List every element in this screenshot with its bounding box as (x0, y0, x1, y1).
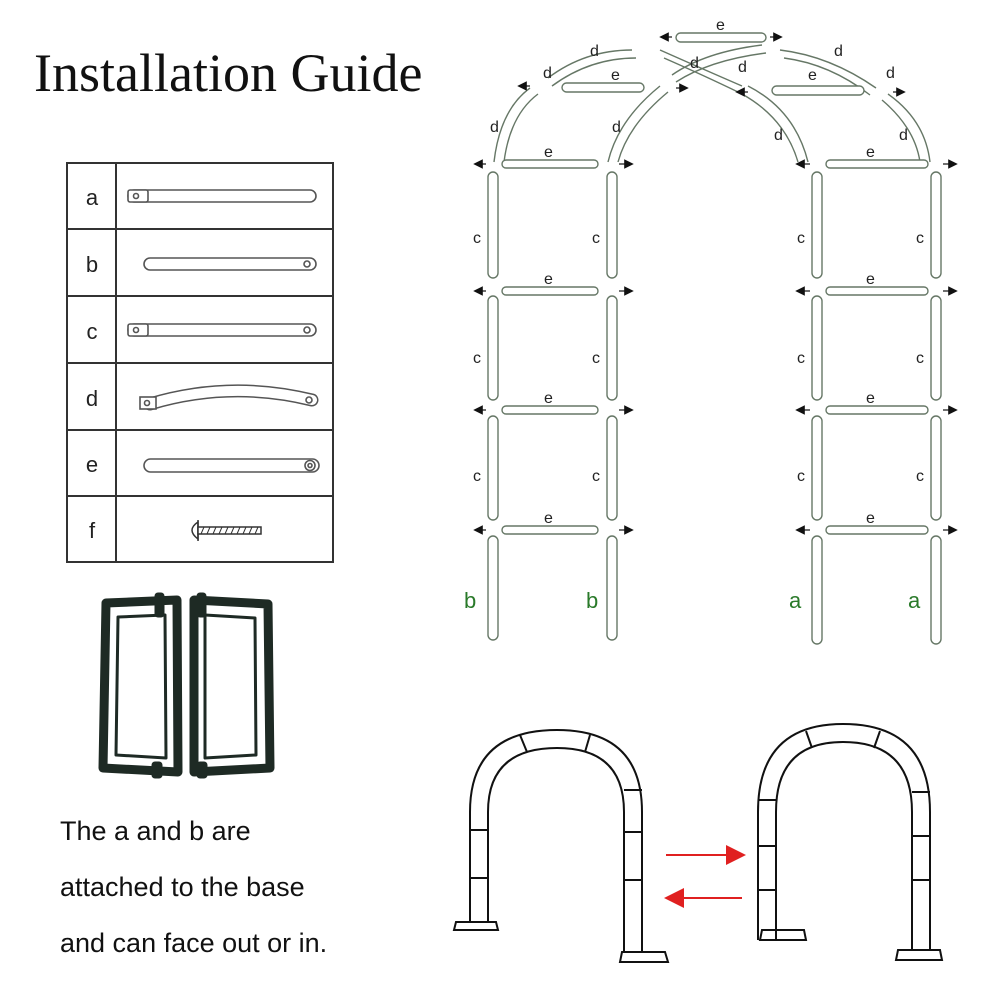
arch-curved-tubes (493, 44, 931, 163)
label-c: c (592, 230, 600, 247)
curved-tube-icon (139, 384, 319, 411)
label-e: e (544, 271, 553, 288)
label-c: c (797, 468, 805, 485)
label-c: c (916, 230, 924, 247)
label-e: e (866, 510, 875, 527)
note-line-2: attached to the base (60, 872, 305, 902)
screw-icon (191, 520, 262, 541)
label-d: d (590, 43, 599, 60)
label-b: b (464, 588, 476, 613)
straight-tube-open-end-icon (127, 189, 317, 203)
label-c: c (797, 350, 805, 367)
label-d: d (834, 43, 843, 60)
label-d: d (738, 59, 747, 76)
part-letter-b: b (86, 252, 98, 277)
label-c: c (916, 350, 924, 367)
arch-vertical-tubes (487, 171, 942, 645)
label-d: d (899, 127, 908, 144)
part-letter-a: a (86, 185, 99, 210)
label-d: d (774, 127, 783, 144)
screw-arrows (473, 32, 958, 535)
exploded-arch-diagram: d d d d d d d d d d e e e e e e e e e e … (464, 17, 958, 645)
label-c: c (797, 230, 805, 247)
crossbar-tube-icon (143, 458, 320, 473)
label-c: c (473, 230, 481, 247)
label-c: c (473, 468, 481, 485)
base-frames-photo (98, 592, 275, 779)
label-e: e (866, 390, 875, 407)
label-d: d (612, 119, 621, 136)
label-e: e (544, 144, 553, 161)
label-b: b (586, 588, 598, 613)
part-letter-f: f (89, 518, 96, 543)
label-d: d (543, 65, 552, 82)
label-a: a (789, 588, 802, 613)
part-letter-d: d (86, 386, 98, 411)
label-a: a (908, 588, 921, 613)
label-e: e (611, 67, 620, 84)
label-e: e (866, 271, 875, 288)
arch-top-crossbars (561, 32, 865, 96)
part-letter-c: c (87, 319, 98, 344)
label-d: d (690, 55, 699, 72)
part-letter-e: e (86, 452, 98, 477)
label-d: d (490, 119, 499, 136)
swap-arrows (664, 845, 746, 908)
label-e: e (866, 144, 875, 161)
label-e: e (808, 67, 817, 84)
assembled-arch-left (452, 728, 670, 963)
note-line-3: and can face out or in. (60, 928, 328, 958)
label-e: e (544, 510, 553, 527)
label-c: c (592, 468, 600, 485)
label-e: e (716, 17, 725, 34)
label-c: c (473, 350, 481, 367)
label-c: c (592, 350, 600, 367)
arch-crossbars (501, 159, 929, 535)
page-title: Installation Guide (34, 43, 423, 103)
straight-tube-two-holes-icon (127, 323, 317, 337)
label-c: c (916, 468, 924, 485)
label-d: d (886, 65, 895, 82)
parts-table-grid (66, 162, 334, 563)
note-line-1: The a and b are (60, 816, 251, 846)
label-e: e (544, 390, 553, 407)
straight-tube-plain-icon (143, 257, 317, 271)
assembled-arch-right (757, 722, 944, 961)
